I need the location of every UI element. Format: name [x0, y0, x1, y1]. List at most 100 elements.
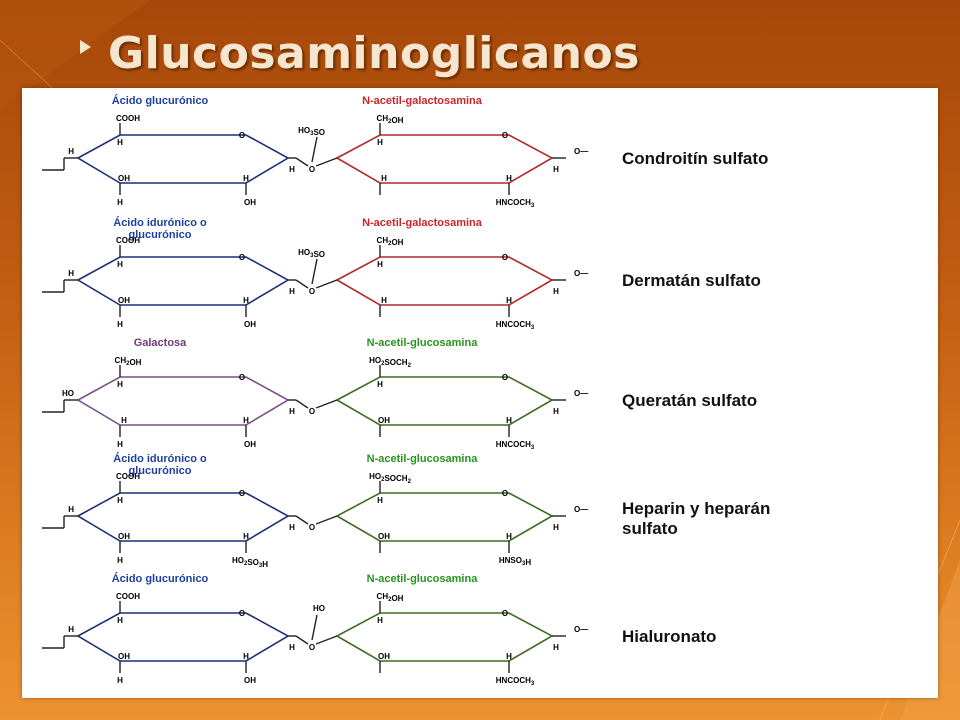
left-h-top: H: [117, 496, 123, 505]
right-anomeric-oxygen: O—: [574, 505, 588, 514]
left-h-anomeric: H: [289, 407, 295, 416]
right-sugar-label: N-acetil-glucosamina: [367, 453, 479, 465]
right-sugar-label: N-acetil-glucosamina: [367, 573, 479, 585]
right-sugar-ring: [335, 492, 554, 542]
left-sugar-ring: [76, 134, 290, 184]
right-h-top: H: [377, 496, 383, 505]
left-h-anomeric: H: [289, 165, 295, 174]
right-ring-oxygen: O: [502, 131, 508, 140]
left-sugar-ring: [76, 256, 290, 306]
right-h-anomeric: H: [553, 643, 559, 652]
left-bottom-right-group: OH: [244, 320, 256, 329]
right-anomeric-oxygen: O—: [574, 147, 588, 156]
right-bottom-left-group: OH: [378, 532, 390, 541]
right-h-anomeric: H: [553, 523, 559, 532]
right-h-bottom-right: H: [506, 174, 512, 183]
right-h-anomeric: H: [553, 165, 559, 174]
left-h-bottom-right: H: [243, 652, 249, 661]
left-h-bottom-left: H: [117, 440, 123, 449]
right-bottom-group: HNCOCH3: [496, 320, 535, 331]
left-sugar-ring: [76, 612, 290, 662]
left-ring-oxygen: O: [239, 131, 245, 140]
gag-name: Queratán sulfato: [622, 391, 757, 410]
glycosidic-oxygen: O: [309, 287, 315, 296]
linker-group: HO3SO: [298, 248, 325, 259]
right-ring-oxygen: O: [502, 609, 508, 618]
left-end-group: H: [68, 147, 74, 156]
right-h-bottom-right: H: [506, 652, 512, 661]
gag-name-line-2: sulfato: [622, 519, 678, 538]
left-sugar-label-2: glucurónico: [129, 229, 192, 241]
left-h-bottom-left: H: [117, 198, 123, 207]
left-ring-oxygen: O: [239, 373, 245, 382]
left-top-group: COOH: [116, 114, 140, 123]
right-h-bottom-right: H: [506, 416, 512, 425]
right-top-group: CH2OH: [377, 114, 404, 125]
left-sugar-label: Ácido idurónico o: [113, 216, 207, 229]
right-sugar-ring: [335, 134, 554, 184]
right-top-group: CH2OH: [377, 236, 404, 247]
gag-name: Hialuronato: [622, 627, 716, 646]
left-h-anomeric: H: [289, 287, 295, 296]
right-h-bottom-right: H: [506, 296, 512, 305]
left-top-group: COOH: [116, 472, 140, 481]
left-h-bottom-right: H: [243, 416, 249, 425]
right-bottom-left-group: H: [381, 296, 387, 305]
glycosidic-oxygen: O: [309, 643, 315, 652]
right-bottom-left-group: H: [381, 174, 387, 183]
left-h-bottom-left: H: [117, 556, 123, 565]
right-h-top: H: [377, 616, 383, 625]
left-bottom-left-group: OH: [118, 174, 130, 183]
right-h-anomeric: H: [553, 287, 559, 296]
right-bottom-group: HNCOCH3: [496, 198, 535, 209]
slide-title: Glucosaminoglicanos: [108, 28, 640, 79]
right-h-top: H: [377, 138, 383, 147]
left-sugar-ring: [76, 376, 290, 426]
left-h-top: H: [117, 616, 123, 625]
right-bottom-group: HNCOCH3: [496, 440, 535, 451]
left-sugar-label: Galactosa: [134, 337, 187, 349]
left-bottom-right-group: OH: [244, 440, 256, 449]
right-ring-oxygen: O: [502, 489, 508, 498]
right-sugar-ring: [335, 376, 554, 426]
left-sugar-label: Ácido idurónico o: [113, 452, 207, 465]
right-h-anomeric: H: [553, 407, 559, 416]
glycosidic-oxygen: O: [309, 165, 315, 174]
right-bottom-group: HNCOCH3: [496, 676, 535, 687]
left-ring-oxygen: O: [239, 253, 245, 262]
left-bottom-left-group: H: [121, 416, 127, 425]
right-anomeric-oxygen: O—: [574, 389, 588, 398]
left-bottom-right-group: OH: [244, 676, 256, 685]
right-bottom-left-group: OH: [378, 652, 390, 661]
right-ring-oxygen: O: [502, 373, 508, 382]
left-top-group: COOH: [116, 592, 140, 601]
right-sugar-label: N-acetil-galactosamina: [362, 217, 483, 229]
glycosidic-oxygen: O: [309, 407, 315, 416]
left-h-anomeric: H: [289, 643, 295, 652]
right-top-group: CH2OH: [377, 592, 404, 603]
left-bottom-left-group: OH: [118, 652, 130, 661]
right-anomeric-oxygen: O—: [574, 269, 588, 278]
right-h-bottom-right: H: [506, 532, 512, 541]
right-bottom-left-group: OH: [378, 416, 390, 425]
left-h-bottom-right: H: [243, 174, 249, 183]
right-ring-oxygen: O: [502, 253, 508, 262]
left-h-anomeric: H: [289, 523, 295, 532]
left-ring-oxygen: O: [239, 609, 245, 618]
gag-name: Heparin y heparán: [622, 499, 770, 518]
left-sugar-ring: [76, 492, 290, 542]
left-h-top: H: [117, 380, 123, 389]
left-end-group: H: [68, 625, 74, 634]
left-end-group: HO: [62, 389, 74, 398]
right-sugar-label: N-acetil-glucosamina: [367, 337, 479, 349]
right-top-group: HO2SOCH2: [369, 472, 411, 485]
right-h-top: H: [377, 380, 383, 389]
left-top-group: CH2OH: [115, 356, 142, 367]
right-h-top: H: [377, 260, 383, 269]
right-top-group: HO2SOCH2: [369, 356, 411, 369]
left-sugar-label: Ácido glucurónico: [112, 94, 209, 107]
right-sugar-label: N-acetil-galactosamina: [362, 95, 483, 107]
